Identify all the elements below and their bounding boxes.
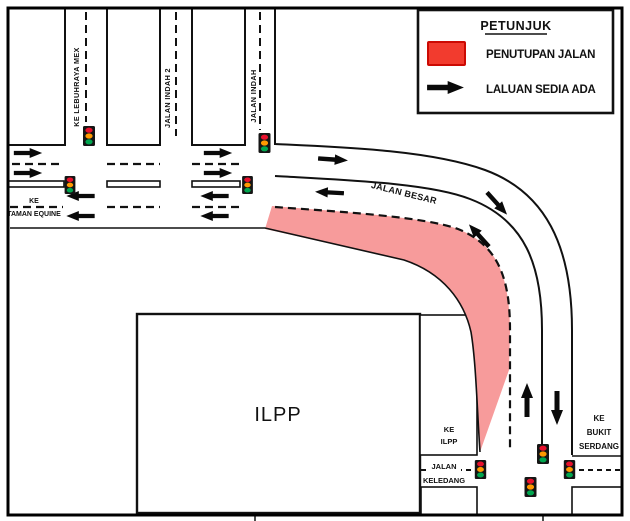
block-top-mid-1 (106, 7, 161, 146)
road-label-ke-taman-equine-line1: KE (29, 198, 39, 205)
road-label-jalan-keledang-line2: KELEDANG (423, 476, 465, 485)
closure-area (265, 206, 510, 452)
legend-box: PETUNJUK PENUTUPAN JALAN LALUAN SEDIA AD… (416, 8, 615, 115)
place-label-ke-ilpp-line1: KE (444, 425, 454, 434)
traffic-light-icon (242, 176, 253, 194)
block-top-left (7, 7, 66, 146)
road-label-jalan-indah-2: JALAN INDAH 2 (163, 68, 172, 128)
closure-swatch (427, 41, 466, 66)
traffic-light-icon (258, 133, 271, 153)
road-bottom-edge (10, 227, 481, 453)
legend-item-route-label: LALUAN SEDIA ADA (486, 84, 596, 96)
road-label-jalan-keledang-line1: JALAN (431, 462, 456, 471)
block-bottom-left-of-road (420, 486, 478, 516)
jalan-keledang-label-mask (428, 461, 461, 471)
block-top-mid-2 (191, 7, 246, 146)
place-label-ilpp: ILPP (254, 404, 301, 426)
traffic-light-icon (537, 444, 549, 464)
traffic-light-icon (563, 460, 576, 479)
legend-title: PETUNJUK (480, 19, 551, 33)
traffic-light-icon (474, 460, 487, 479)
traffic-light-icon (83, 126, 95, 146)
median-island-1 (7, 180, 65, 188)
block-bottom-right-of-road (571, 486, 623, 516)
place-label-ke-bukit-serdang-line1: KE (593, 414, 605, 423)
median-island-3 (191, 180, 241, 188)
lane-dash-curve (274, 205, 512, 448)
traffic-light-icon (64, 176, 76, 194)
road-label-ke-lebuhraya-mex: KE LEBUHRAYA MEX (72, 47, 81, 127)
block-ke-ilpp (419, 314, 478, 456)
outer-road-curve (274, 8, 573, 455)
road-label-ke-taman-equine-line2: TAMAN EQUINE (7, 211, 61, 218)
place-label-ke-ilpp-line2: ILPP (441, 437, 458, 446)
legend-item-closure-label: PENUTUPAN JALAN (486, 49, 595, 61)
traffic-light-icon (524, 477, 537, 497)
median-divider-curve (274, 175, 543, 444)
median-island-2 (106, 180, 161, 188)
place-label-ke-bukit-serdang-line2: BUKIT (587, 428, 612, 437)
place-label-ke-bukit-serdang-line3: SERDANG (579, 442, 619, 451)
ilpp-building (135, 312, 422, 515)
map-border (6, 6, 624, 517)
road-label-jalan-indah: JALAN INDAH (249, 69, 258, 122)
